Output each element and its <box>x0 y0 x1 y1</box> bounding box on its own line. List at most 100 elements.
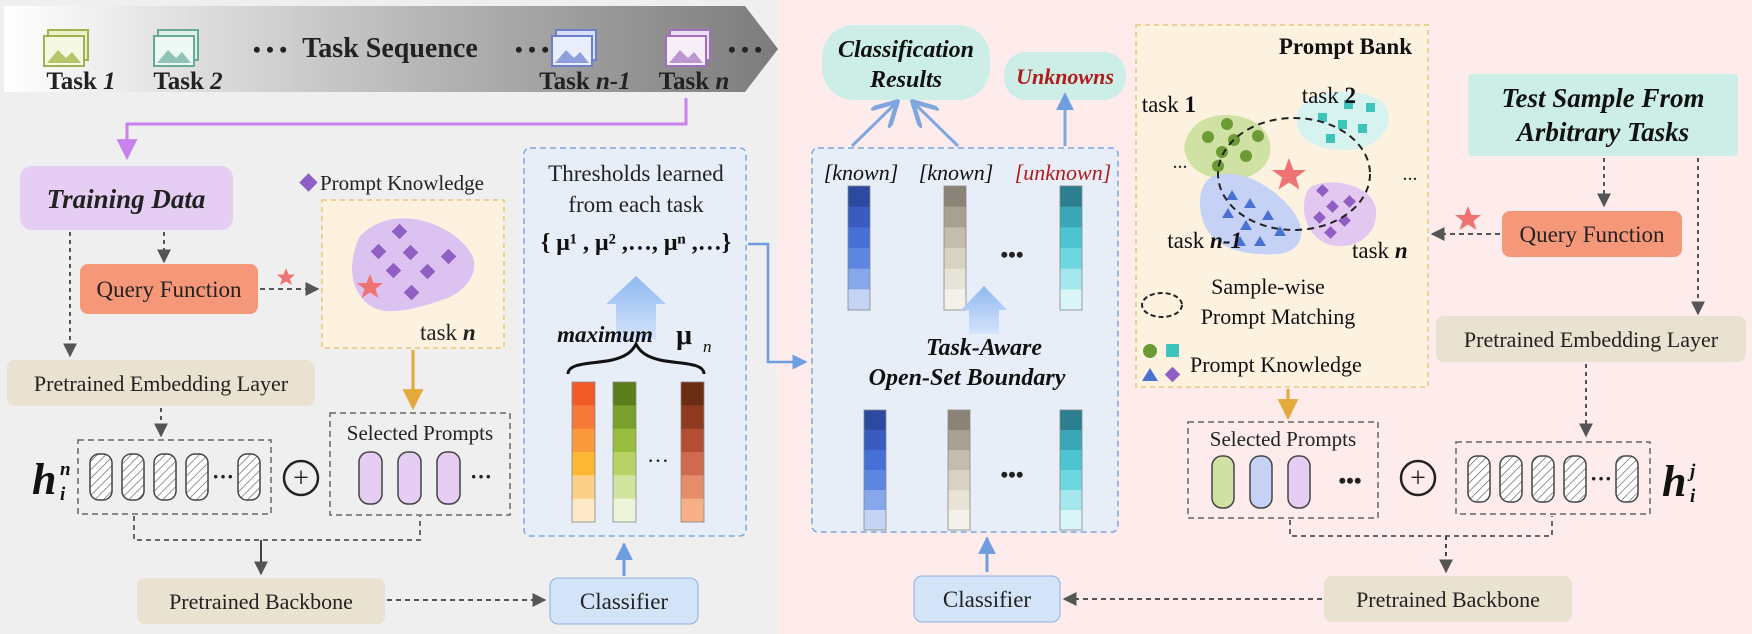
h-sub-i: i <box>60 484 66 505</box>
bars-ellipsis: … <box>647 442 669 467</box>
task-n-to-training-arrow <box>116 98 688 161</box>
bottom-bar-cyan <box>1059 409 1083 531</box>
unknowns-box <box>1004 52 1126 100</box>
selected-prompts-box-right <box>1187 421 1379 519</box>
task-n-1-bank-label: task n-1 <box>1167 228 1242 253</box>
plus-sign-right: + <box>1410 463 1426 494</box>
mu-subscript-n: n <box>703 337 712 356</box>
classifier-left-box <box>549 577 699 625</box>
query-function-label-right: Query Function <box>1519 222 1665 247</box>
known1-to-results-arrow <box>850 103 896 148</box>
backbone-right-label: Pretrained Backbone <box>1356 587 1540 612</box>
test-sample-line2: Arbitrary Tasks <box>1515 117 1689 147</box>
bank-dots-right: ... <box>1403 163 1418 185</box>
brace <box>566 340 706 375</box>
open-set-boundary-box <box>811 147 1119 533</box>
embedding-tokens-left <box>89 453 261 501</box>
backbone-right-box <box>1324 576 1572 622</box>
boundary-upward-arrow <box>961 286 1007 334</box>
bottom-bar-beige <box>947 409 971 531</box>
known2-to-results-arrow <box>914 103 960 148</box>
task-n-cluster <box>1304 182 1377 247</box>
circle-legend-icon <box>1143 344 1157 358</box>
sequence-ellipsis: • • • <box>253 37 287 62</box>
threshold-bars <box>571 381 705 523</box>
top-bar-blue <box>847 185 871 311</box>
sequence-ellipsis: • • • <box>728 37 762 62</box>
embedding-bars <box>847 185 1083 531</box>
boundary-title-line1: Task-Aware <box>926 335 1042 361</box>
task-n-region-label: task n <box>420 320 476 345</box>
selected-prompts-label-left: Selected Prompts <box>347 421 493 445</box>
prompt-ellipsis-left: ··· <box>470 464 492 489</box>
selected-prompt-tokens-right <box>1211 455 1311 509</box>
prompt-bank-title: Prompt Bank <box>1279 34 1412 59</box>
classifier-middle-label: Classifier <box>943 587 1031 612</box>
classifier-left-label: Classifier <box>580 589 668 614</box>
test-star-icon <box>1272 158 1306 190</box>
join-bracket-left <box>133 516 421 541</box>
square-legend-icon <box>1166 344 1179 357</box>
task-1-image-icon <box>43 29 89 67</box>
task-2-squares <box>1318 100 1375 143</box>
embedding-layer-right-label: Pretrained Embedding Layer <box>1464 327 1719 352</box>
classification-results-line2: Results <box>869 67 942 93</box>
embedding-tokens-box-left <box>77 439 272 515</box>
embedding-tokens-box-right <box>1455 441 1651 515</box>
selected-prompts-box-left <box>329 412 511 516</box>
thresholds-formula: { μ¹ , μ² ,…, μⁿ ,…} <box>541 230 731 256</box>
query-function-box-left <box>80 264 258 314</box>
threshold-bar-brown <box>680 381 705 523</box>
task-n-image-icon <box>665 29 711 67</box>
small-star-icon <box>277 268 295 285</box>
task-1-label: Task 1 <box>46 68 115 95</box>
bottom-bars-ellipsis: ••• <box>1000 462 1023 487</box>
task-2-label: Task 2 <box>153 68 222 95</box>
h-sup-n: n <box>60 459 71 480</box>
query-function-label-left: Query Function <box>96 277 242 302</box>
embedding-layer-left-label: Pretrained Embedding Layer <box>34 371 289 396</box>
diamond-legend-icon <box>1164 366 1181 383</box>
query-star-icon <box>357 274 383 298</box>
bottom-bar-blue <box>863 409 887 531</box>
query-star-icon-right <box>1455 206 1481 230</box>
task-sequence-arrow: Task Sequence • • • • • • • • • <box>4 6 778 92</box>
task-n-label: Task n <box>659 68 730 95</box>
h-i-n-symbol: h <box>32 455 56 504</box>
sample-matching-line1: Sample-wise <box>1211 274 1325 299</box>
top-bar-beige <box>943 185 967 311</box>
task-n-1-label: Task n-1 <box>539 68 631 95</box>
embedding-layer-left-box <box>7 360 315 406</box>
bank-dots-left: ... <box>1173 151 1188 173</box>
task-2-bank-label: task 2 <box>1302 83 1356 108</box>
classification-results-line1: Classification <box>838 37 974 63</box>
matching-legend-icon <box>1141 292 1183 318</box>
h-i-j-symbol: h <box>1662 457 1686 506</box>
known-label-1: [known] <box>824 160 899 185</box>
training-data-box <box>20 166 233 230</box>
thresholds-line2: from each task <box>568 192 704 217</box>
prompt-knowledge-diamond-icon <box>299 173 318 192</box>
classification-results-box <box>822 25 990 100</box>
threshold-bar-warm <box>571 381 596 523</box>
known-label-2: [known] <box>919 160 994 185</box>
sample-matching-line2: Prompt Matching <box>1201 304 1356 329</box>
boundary-title-line2: Open-Set Boundary <box>869 365 1066 391</box>
thresholds-line1: Thresholds learned <box>548 161 724 186</box>
task-n-bank-label: task n <box>1352 238 1408 263</box>
plus-circle-left <box>282 459 320 497</box>
upward-flow-arrow <box>606 276 666 340</box>
classifier-middle-box <box>913 575 1061 623</box>
embedding-layer-right-box <box>1436 316 1746 362</box>
tokens-ellipsis-right: ··· <box>1590 466 1612 491</box>
maximum-word: maximum <box>557 322 653 347</box>
top-bars-ellipsis: ••• <box>1000 242 1023 267</box>
prompt-ellipsis-right: ••• <box>1338 468 1361 493</box>
task-n-1-triangles <box>1222 190 1286 246</box>
task-1-cluster <box>1184 114 1271 180</box>
h-sup-j: j <box>1687 461 1696 482</box>
task-2-image-icon <box>153 29 199 67</box>
threshold-bar-green <box>612 381 637 523</box>
thresholds-to-boundary-arrow <box>748 242 808 370</box>
test-sample-box <box>1468 74 1738 156</box>
